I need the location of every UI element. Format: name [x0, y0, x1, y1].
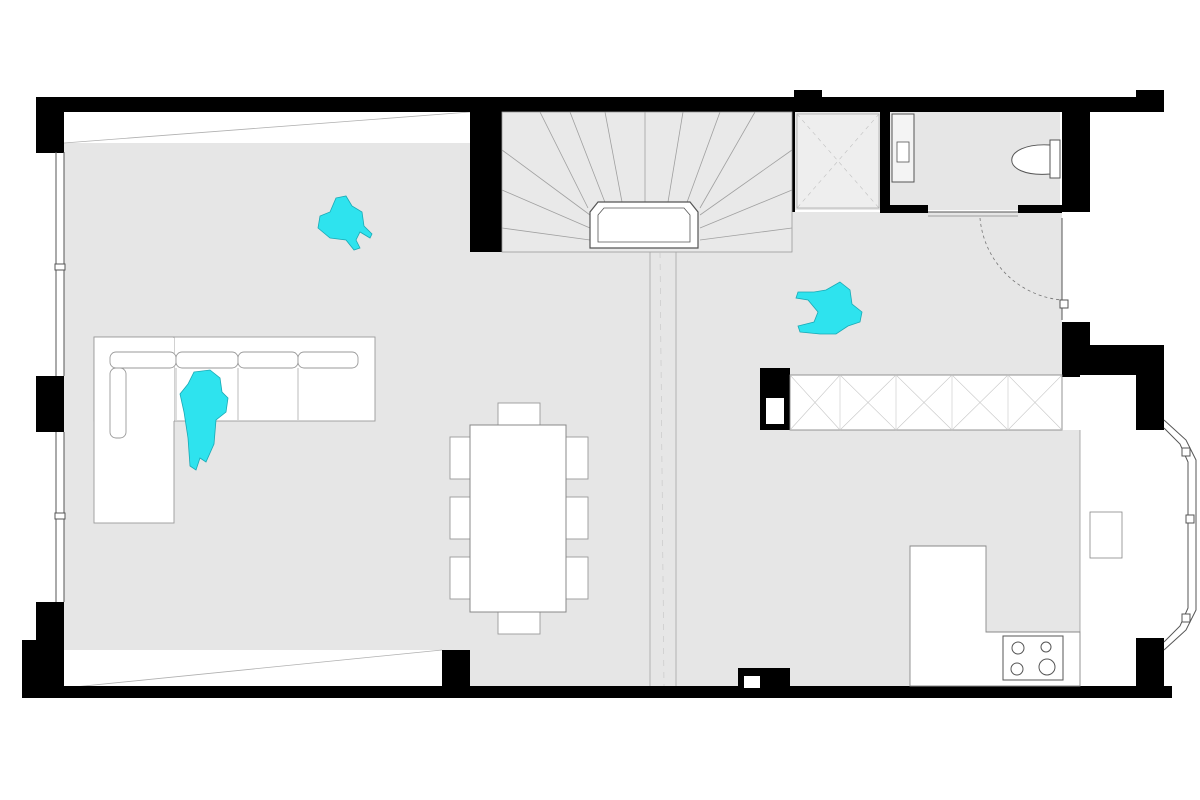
- staircase-icon: [501, 111, 793, 253]
- top-mid-post: [794, 90, 822, 112]
- bottom-partition-left: [442, 650, 470, 690]
- sink-icon: [891, 113, 915, 183]
- bath-bottom-left: [880, 205, 928, 213]
- top-window-line: [63, 111, 471, 144]
- cooktop-icon: [1002, 635, 1064, 681]
- person-figure-icon: [179, 195, 863, 471]
- person-figure-icon: [795, 281, 863, 335]
- bottom-partition-niche: [744, 676, 760, 688]
- stair-left-step: [488, 112, 502, 252]
- toilet-icon: [1011, 139, 1061, 179]
- kitchen-right-floor: [1062, 430, 1080, 688]
- bath-partition: [880, 112, 890, 212]
- bath-wall-right: [1062, 97, 1090, 212]
- hall-door: [979, 217, 1069, 320]
- walls: [22, 90, 1172, 698]
- shower-icon: [796, 113, 880, 209]
- right-wall-mid: [1136, 345, 1164, 430]
- dining-table-icon: [449, 402, 589, 635]
- top-wall: [36, 97, 1164, 112]
- bay-window: [1163, 419, 1197, 651]
- person-figure-icon: [179, 369, 229, 471]
- bottom-right-corner: [1136, 638, 1164, 698]
- left-pier: [36, 376, 64, 432]
- left-wall-top: [56, 112, 64, 152]
- hall-kitchen-floor: [660, 212, 1062, 688]
- sofa-icon: [93, 336, 376, 524]
- bottom-wall: [22, 686, 1172, 698]
- floor-joint: [649, 251, 677, 687]
- kitchen-wall-niche: [766, 398, 784, 424]
- bottom-window-line: [63, 649, 443, 689]
- bathroom-door: [928, 211, 1018, 217]
- bath-bottom-right: [1018, 205, 1062, 213]
- top-right-corner: [1136, 90, 1164, 112]
- bottom-left-foot: [22, 640, 64, 698]
- person-figure-icon: [317, 195, 373, 251]
- left-window: [54, 152, 66, 602]
